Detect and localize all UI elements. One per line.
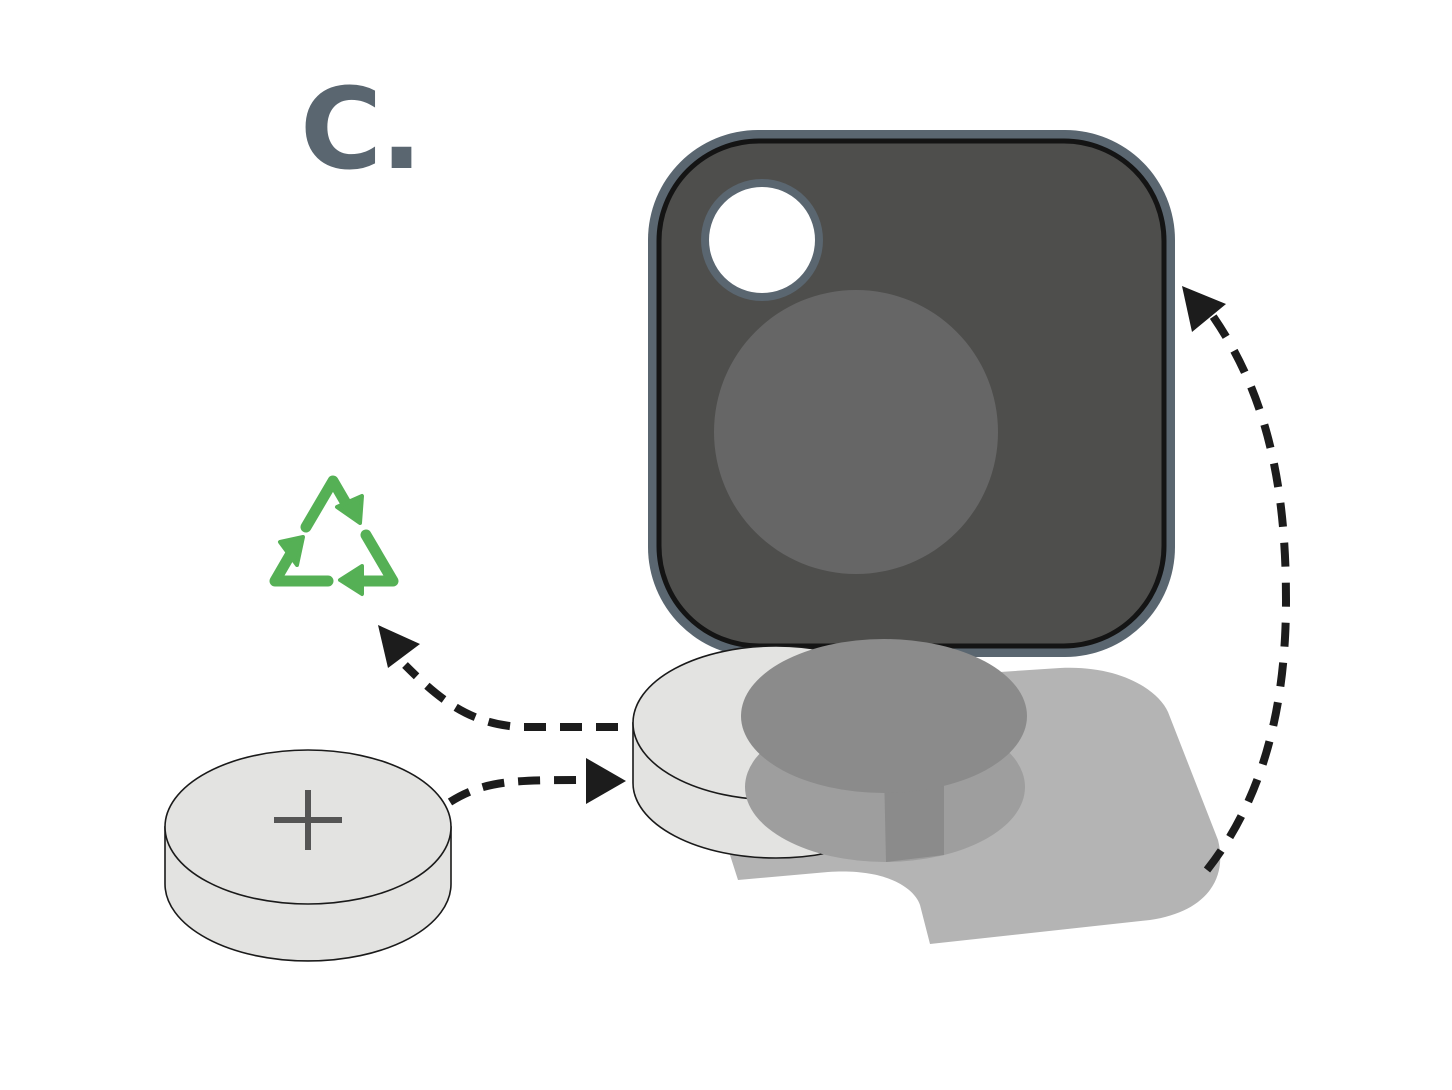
arrow-head-icon — [586, 758, 626, 804]
step-label: C. — [300, 65, 423, 195]
arrow-close-device — [1182, 286, 1291, 873]
tracker-device — [648, 130, 1175, 657]
keyring-hole — [709, 187, 815, 293]
arrow-head-icon — [378, 625, 420, 668]
arrow-to-recycle — [378, 625, 618, 731]
plus-icon — [274, 790, 342, 850]
recycle-icon — [269, 475, 399, 596]
battery-contact — [741, 639, 1027, 862]
arrow-to-device — [447, 758, 626, 806]
arrow-head-icon — [1182, 286, 1226, 332]
new-battery — [164, 749, 452, 962]
device-center-circle — [714, 290, 998, 574]
